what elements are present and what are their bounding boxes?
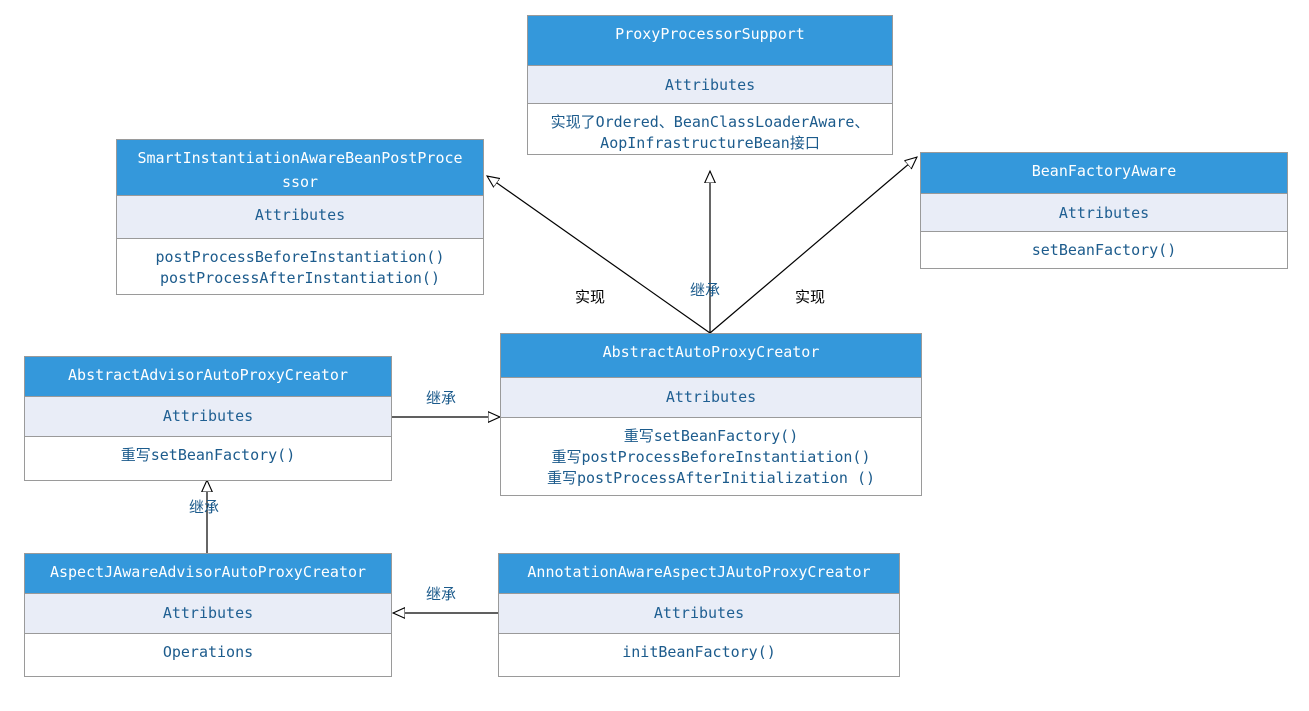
- class-operations-bean-factory-aware: setBeanFactory(): [921, 232, 1287, 268]
- edge-label-edge-aapc-implements-bfa: 实现: [795, 288, 826, 306]
- class-attributes-aspectj-aware-advisor-auto-proxy-creator: Attributes: [25, 594, 391, 634]
- class-name-aspectj-aware-advisor-auto-proxy-creator: AspectJAwareAdvisorAutoProxyCreator: [25, 554, 391, 594]
- class-attributes-proxy-processor-support: Attributes: [528, 66, 892, 104]
- class-name-abstract-auto-proxy-creator: AbstractAutoProxyCreator: [501, 334, 921, 378]
- class-name-bean-factory-aware: BeanFactoryAware: [921, 153, 1287, 194]
- class-operations-abstract-advisor-auto-proxy-creator: 重写setBeanFactory(): [25, 437, 391, 480]
- class-operations-abstract-auto-proxy-creator: 重写setBeanFactory() 重写postProcessBeforeIn…: [501, 418, 921, 495]
- class-name-smart-instantiation-aware-bean-post-processor: SmartInstantiationAwareBeanPostProce sso…: [117, 140, 483, 196]
- edge-edge-aapc-implements-bfa: [709, 157, 917, 334]
- class-operations-proxy-processor-support: 实现了Ordered、BeanClassLoaderAware、 AopInfr…: [528, 104, 892, 154]
- edge-label-edge-aapc-extends-pps: 继承: [690, 281, 721, 299]
- class-attributes-abstract-auto-proxy-creator: Attributes: [501, 378, 921, 418]
- class-attributes-smart-instantiation-aware-bean-post-processor: Attributes: [117, 196, 483, 239]
- edge-edge-aapc-implements-smart: [487, 176, 711, 334]
- class-attributes-abstract-advisor-auto-proxy-creator: Attributes: [25, 397, 391, 437]
- class-operations-smart-instantiation-aware-bean-post-processor: postProcessBeforeInstantiation() postPro…: [117, 239, 483, 294]
- class-attributes-annotation-aware-aspectj-auto-proxy-creator: Attributes: [499, 594, 899, 634]
- edge-label-edge-aapc-implements-smart: 实现: [575, 288, 606, 306]
- class-name-abstract-advisor-auto-proxy-creator: AbstractAdvisorAutoProxyCreator: [25, 357, 391, 397]
- class-box-smart-instantiation-aware-bean-post-processor[interactable]: SmartInstantiationAwareBeanPostProce sso…: [116, 139, 484, 295]
- edge-label-edge-anawajapc-extends-ajawapc: 继承: [426, 585, 457, 603]
- class-operations-aspectj-aware-advisor-auto-proxy-creator: Operations: [25, 634, 391, 676]
- class-attributes-bean-factory-aware: Attributes: [921, 194, 1287, 232]
- edge-label-edge-ajawapc-extends-aaapc: 继承: [189, 498, 220, 516]
- class-name-annotation-aware-aspectj-auto-proxy-creator: AnnotationAwareAspectJAutoProxyCreator: [499, 554, 899, 594]
- class-name-proxy-processor-support: ProxyProcessorSupport: [528, 16, 892, 66]
- edge-label-edge-aaapc-extends-aapc: 继承: [426, 389, 457, 407]
- class-operations-annotation-aware-aspectj-auto-proxy-creator: initBeanFactory(): [499, 634, 899, 676]
